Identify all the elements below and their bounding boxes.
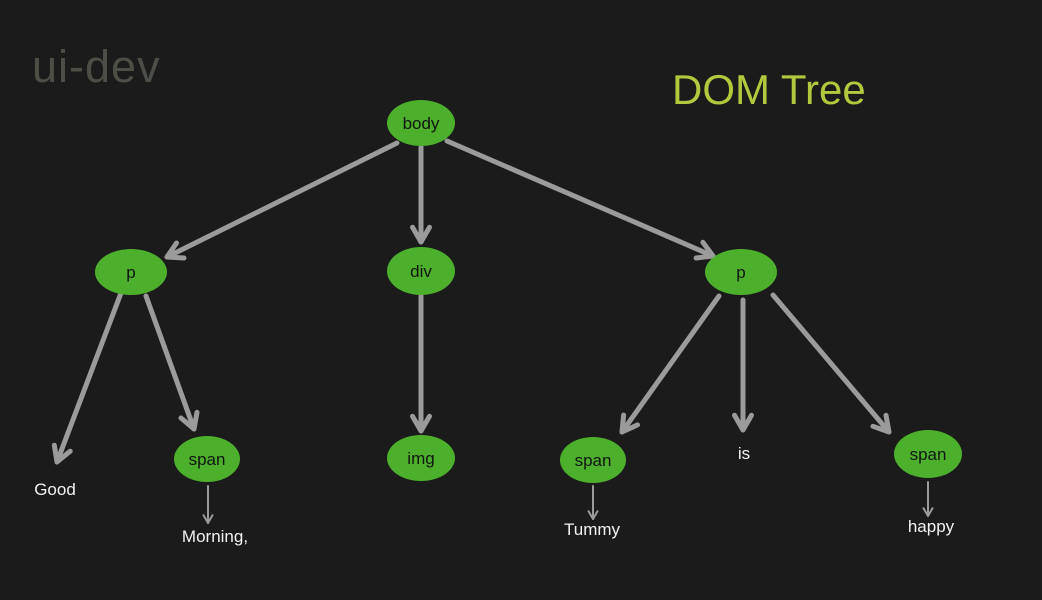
- leaf-good: Good: [34, 480, 76, 499]
- arrow-p-right-to-span-mid: [619, 293, 722, 435]
- node-img-label: img: [407, 449, 434, 468]
- leaf-tummy: Tummy: [564, 520, 621, 539]
- node-p-left: p: [95, 249, 167, 295]
- node-img-ellipse: [387, 435, 455, 481]
- node-body-label: body: [403, 114, 440, 133]
- node-div-ellipse: [387, 247, 455, 295]
- arrow-span-mid-to-tummy: [587, 485, 599, 520]
- node-div-label: div: [410, 262, 432, 281]
- page-title: DOM Tree: [672, 66, 866, 113]
- edge-arrows: [51, 138, 934, 524]
- node-span-mid: span: [560, 437, 626, 483]
- node-img: img: [387, 435, 455, 481]
- node-p-left-ellipse: [95, 249, 167, 295]
- node-p-right: p: [705, 249, 777, 295]
- node-span-right: span: [894, 430, 962, 478]
- arrow-p-left-to-span-left: [143, 293, 200, 432]
- leaf-happy: happy: [908, 517, 955, 536]
- node-span-right-label: span: [910, 445, 947, 464]
- leaf-is: is: [738, 444, 750, 463]
- watermark-label: ui-dev: [32, 41, 161, 92]
- node-span-left-ellipse: [174, 436, 240, 482]
- node-span-mid-label: span: [575, 451, 612, 470]
- node-div: div: [387, 247, 455, 295]
- leaf-morning: Morning,: [182, 527, 248, 546]
- arrow-body-to-p-left: [164, 140, 400, 261]
- node-body-ellipse: [387, 100, 455, 146]
- arrow-body-to-p-right: [444, 138, 716, 261]
- arrow-p-right-to-is: [732, 297, 754, 433]
- node-span-left-label: span: [189, 450, 226, 469]
- arrow-body-to-div: [410, 144, 432, 245]
- arrow-p-left-to-good: [51, 290, 124, 465]
- arrow-span-left-to-morning: [202, 485, 214, 524]
- node-span-right-ellipse: [894, 430, 962, 478]
- arrow-div-to-img: [410, 293, 432, 434]
- arrow-span-right-to-happy: [922, 481, 934, 517]
- node-p-left-label: p: [126, 263, 135, 282]
- node-span-mid-ellipse: [560, 437, 626, 483]
- arrow-p-right-to-span-right: [770, 292, 892, 435]
- node-body: body: [387, 100, 455, 146]
- node-p-right-label: p: [736, 263, 745, 282]
- node-p-right-ellipse: [705, 249, 777, 295]
- node-span-left: span: [174, 436, 240, 482]
